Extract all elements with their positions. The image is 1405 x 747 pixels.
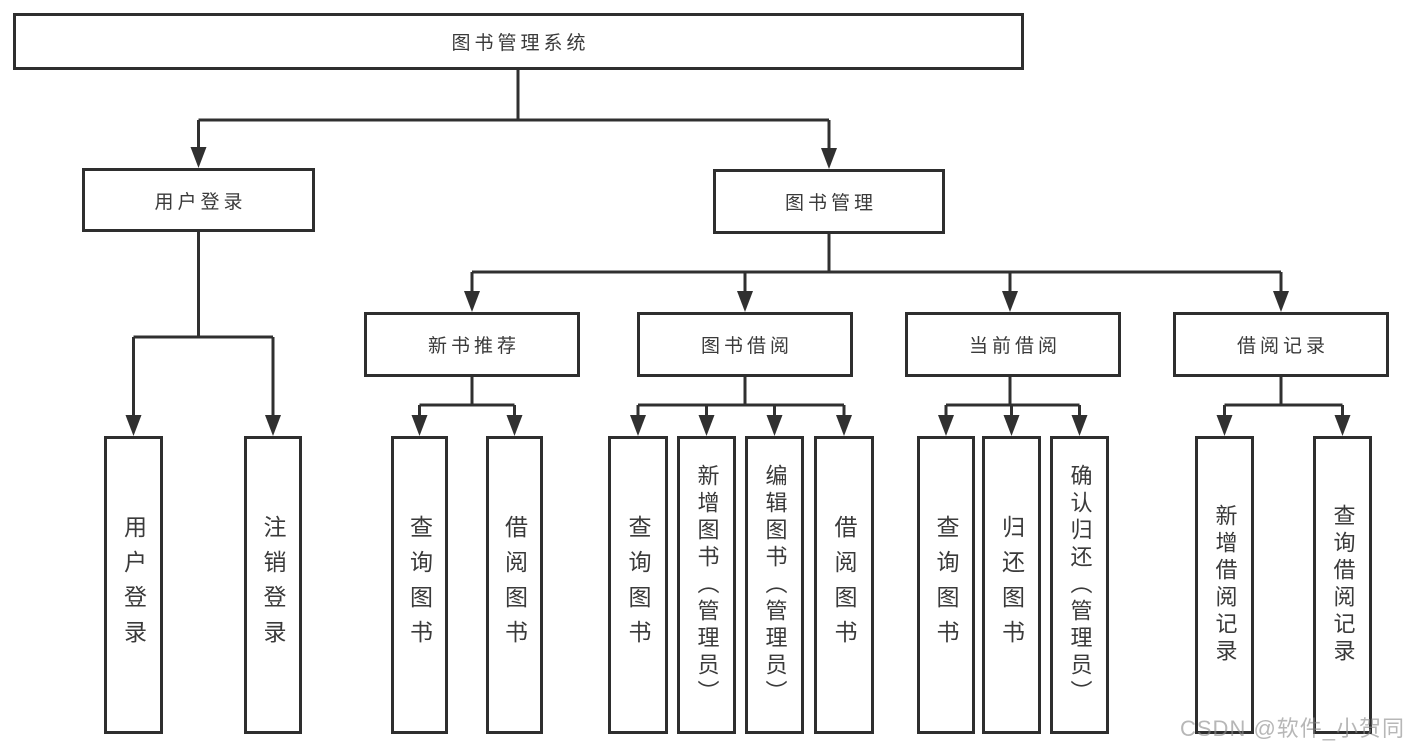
leaf-add-books-admin: 新增图书（管理员） [677, 436, 736, 734]
leaf-logout-login: 注销登录 [244, 436, 302, 734]
leaf-user-login: 用户登录 [104, 436, 163, 734]
arrow-down-icon [190, 147, 207, 168]
arrow-down-icon [1273, 291, 1289, 312]
connector-book-management-modules [470, 234, 1283, 294]
connector-current-borrowing-leaves [944, 377, 1081, 418]
csdn-watermark: CSDN @软件_小贺同学 [1180, 716, 1405, 741]
arrow-down-icon [1003, 415, 1020, 436]
arrow-down-icon [737, 291, 753, 312]
connector-user-login-leaves [132, 232, 275, 418]
arrow-down-icon [821, 148, 837, 169]
arrow-down-icon [766, 415, 783, 436]
leaf-add-borrow-record: 新增借阅记录 [1195, 436, 1254, 734]
leaf-search-books-recommend: 查询图书 [391, 436, 448, 734]
connector-root-branches [197, 70, 831, 151]
leaf-confirm-return-admin: 确认归还（管理员） [1050, 436, 1109, 734]
arrow-down-icon [1334, 415, 1351, 436]
arrow-down-icon [464, 291, 480, 312]
leaf-borrow-books-borrowing: 借阅图书 [814, 436, 874, 734]
arrow-down-icon [938, 415, 954, 436]
arrow-down-icon [836, 415, 852, 436]
leaf-search-books-current: 查询图书 [917, 436, 975, 734]
leaf-return-books: 归还图书 [982, 436, 1041, 734]
node-current-borrowing: 当前借阅 [905, 312, 1121, 377]
leaf-borrow-books-recommend: 借阅图书 [486, 436, 543, 734]
arrow-down-icon [411, 415, 428, 436]
arrow-down-icon [265, 415, 281, 436]
leaf-search-borrow-record: 查询借阅记录 [1313, 436, 1372, 734]
node-library-management-system: 图书管理系统 [13, 13, 1024, 70]
leaf-edit-books-admin: 编辑图书（管理员） [745, 436, 804, 734]
arrow-down-icon [630, 415, 646, 436]
node-book-borrowing: 图书借阅 [637, 312, 853, 377]
node-user-login-branch: 用户登录 [82, 168, 315, 232]
node-book-management-branch: 图书管理 [713, 169, 945, 234]
arrow-down-icon [1216, 415, 1233, 436]
arrow-down-icon [125, 415, 142, 436]
node-new-book-recommend: 新书推荐 [364, 312, 580, 377]
connector-new-book-recommend-leaves [418, 377, 516, 418]
connector-book-borrowing-leaves [636, 377, 846, 418]
arrow-down-icon [698, 415, 715, 436]
arrow-down-icon [506, 415, 523, 436]
arrow-down-icon [1002, 291, 1018, 312]
arrow-down-icon [1071, 415, 1088, 436]
connector-borrowing-records-leaves [1223, 377, 1344, 418]
node-borrowing-records: 借阅记录 [1173, 312, 1389, 377]
leaf-search-books-borrowing: 查询图书 [608, 436, 668, 734]
